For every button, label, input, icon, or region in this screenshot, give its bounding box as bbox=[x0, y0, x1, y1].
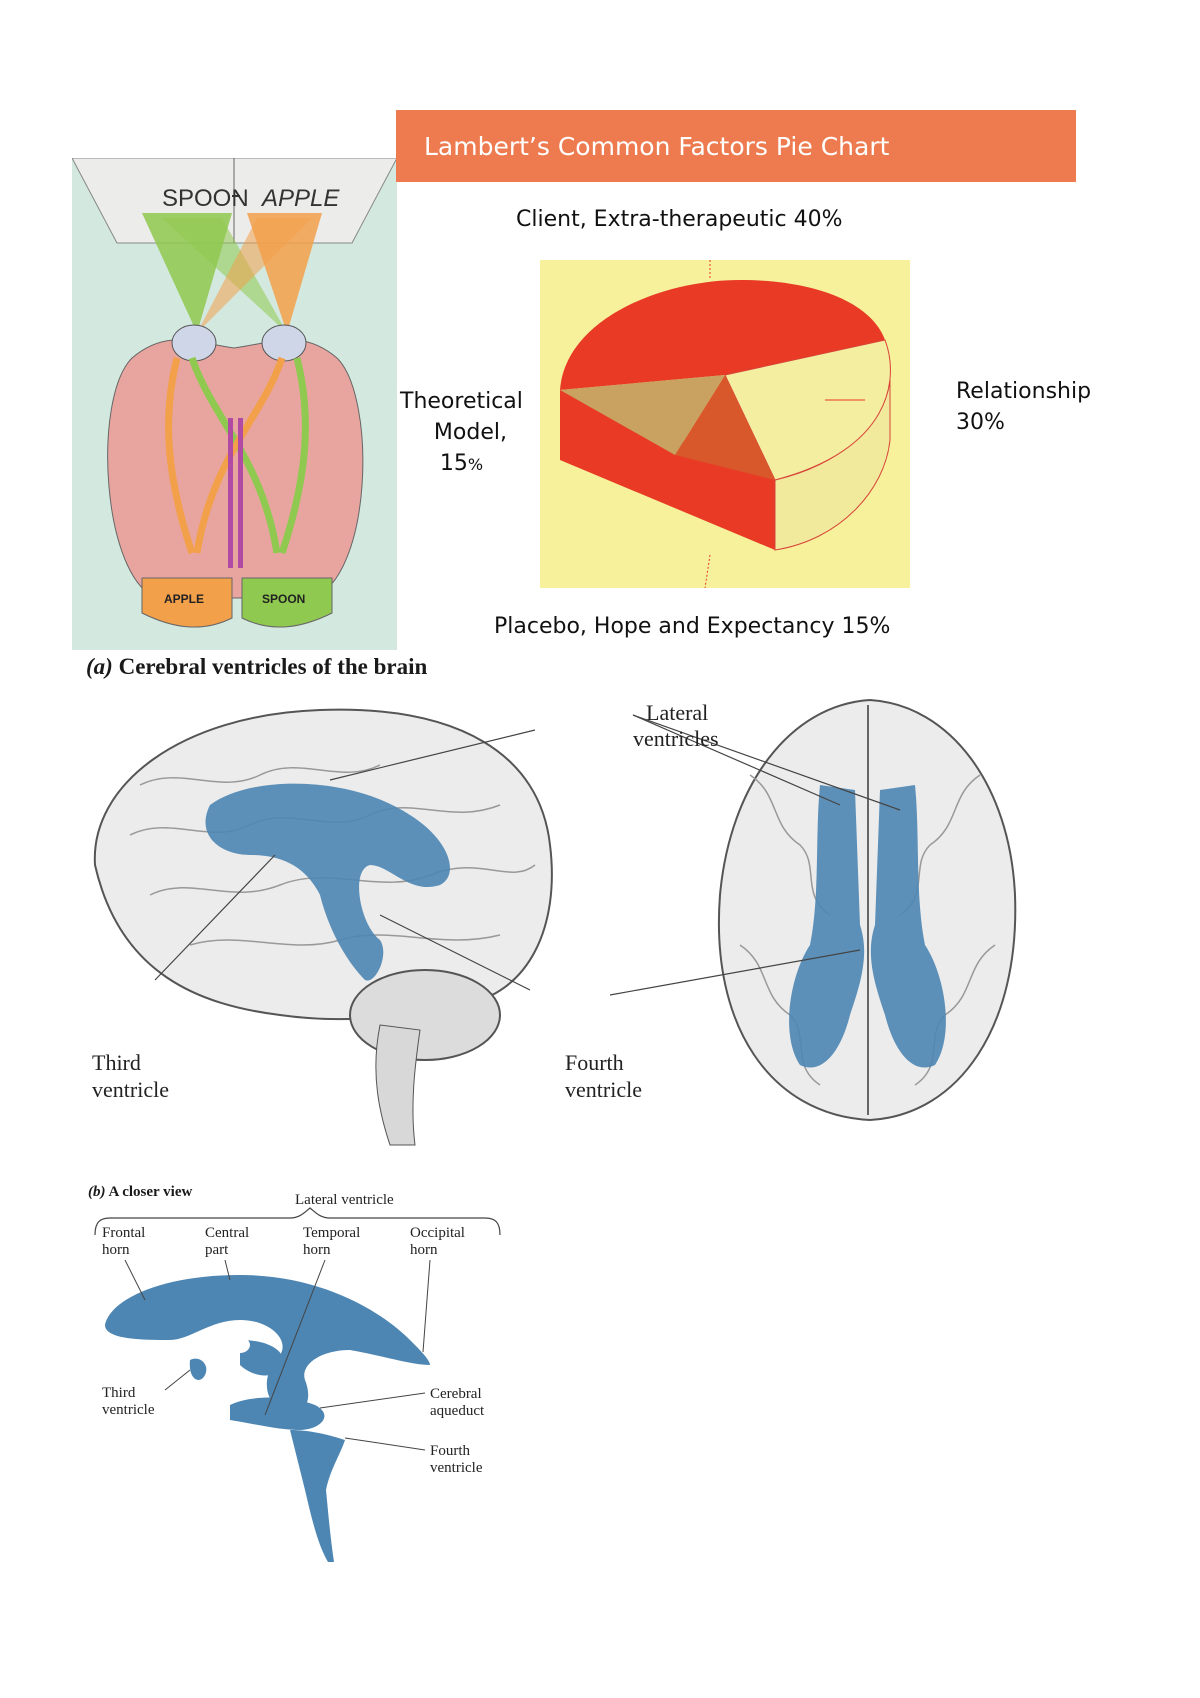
label-b-third-2: ventricle bbox=[102, 1402, 155, 1418]
label-placebo: Placebo, Hope and Expectancy 15% bbox=[494, 614, 891, 639]
pie-title: Lambert’s Common Factors Pie Chart bbox=[424, 132, 890, 161]
screen-word-apple: APPLE bbox=[260, 185, 340, 212]
cerebellum bbox=[349, 969, 501, 1061]
pie-title-banner: Lambert’s Common Factors Pie Chart bbox=[396, 110, 1076, 182]
label-aqueduct-2: aqueduct bbox=[430, 1403, 485, 1419]
label-central-1: Central bbox=[205, 1225, 249, 1241]
figure-a-illustration: Lateral ventricles Third ventricle Fourt… bbox=[92, 698, 1017, 1146]
ventricle-top-right bbox=[870, 785, 946, 1068]
pie-slice-placebo bbox=[675, 375, 775, 480]
pie-side-left bbox=[560, 390, 775, 550]
label-frontal-2: horn bbox=[102, 1242, 130, 1258]
hemisphere-label-apple: APPLE bbox=[164, 592, 204, 606]
label-lateral-2: ventricles bbox=[633, 726, 719, 751]
label-b-fourth-2: ventricle bbox=[430, 1460, 483, 1476]
label-lateral-1: Lateral bbox=[646, 700, 708, 725]
label-lateral-ventricle: Lateral ventricle bbox=[295, 1192, 394, 1208]
hemisphere-label-spoon: SPOON bbox=[262, 592, 305, 606]
lateral-ventricle-brace bbox=[94, 1207, 501, 1236]
label-frontal-1: Frontal bbox=[102, 1225, 145, 1241]
label-occipital-2: horn bbox=[410, 1242, 438, 1258]
label-occipital-1: Occipital bbox=[410, 1225, 465, 1241]
figure-b-caption: (b) A closer view bbox=[88, 1184, 193, 1200]
figure-b-illustration: Lateral ventricle Frontal horn Central p… bbox=[94, 1192, 501, 1562]
label-fourth-2: ventricle bbox=[565, 1077, 642, 1102]
label-fourth-1: Fourth bbox=[565, 1050, 624, 1075]
ventricles-side bbox=[205, 783, 450, 981]
pie-slice-client bbox=[560, 280, 885, 390]
ventricle-top-left bbox=[789, 785, 865, 1068]
label-central-2: part bbox=[205, 1242, 229, 1258]
label-temporal-2: horn bbox=[303, 1242, 331, 1258]
fourth-ventricle-shape bbox=[290, 1430, 345, 1562]
pie-slice-theoretical bbox=[560, 375, 725, 455]
pie-chart bbox=[540, 260, 910, 588]
pie-slice-relationship bbox=[724, 339, 891, 481]
label-b-third-1: Third bbox=[102, 1385, 136, 1401]
figure-a-caption: (a) Cerebral ventricles of the brain bbox=[86, 654, 428, 679]
split-brain-illustration: SPOON APPLE APPLE SPOON bbox=[72, 158, 397, 650]
ventricle-closer bbox=[105, 1275, 430, 1414]
label-third-2: ventricle bbox=[92, 1077, 169, 1102]
label-third-1: Third bbox=[92, 1050, 141, 1075]
label-theoretical-model: Theoretical Model, 15% bbox=[400, 389, 523, 476]
brainstem bbox=[375, 1024, 421, 1146]
label-relationship: Relationship 30% bbox=[956, 379, 1092, 435]
label-b-fourth-1: Fourth bbox=[430, 1443, 471, 1459]
screen-word-spoon: SPOON bbox=[162, 185, 249, 212]
label-temporal-1: Temporal bbox=[303, 1225, 360, 1241]
label-aqueduct-1: Cerebral bbox=[430, 1386, 482, 1402]
label-client: Client, Extra-therapeutic 40% bbox=[516, 207, 843, 232]
temporal-horn bbox=[230, 1397, 325, 1430]
